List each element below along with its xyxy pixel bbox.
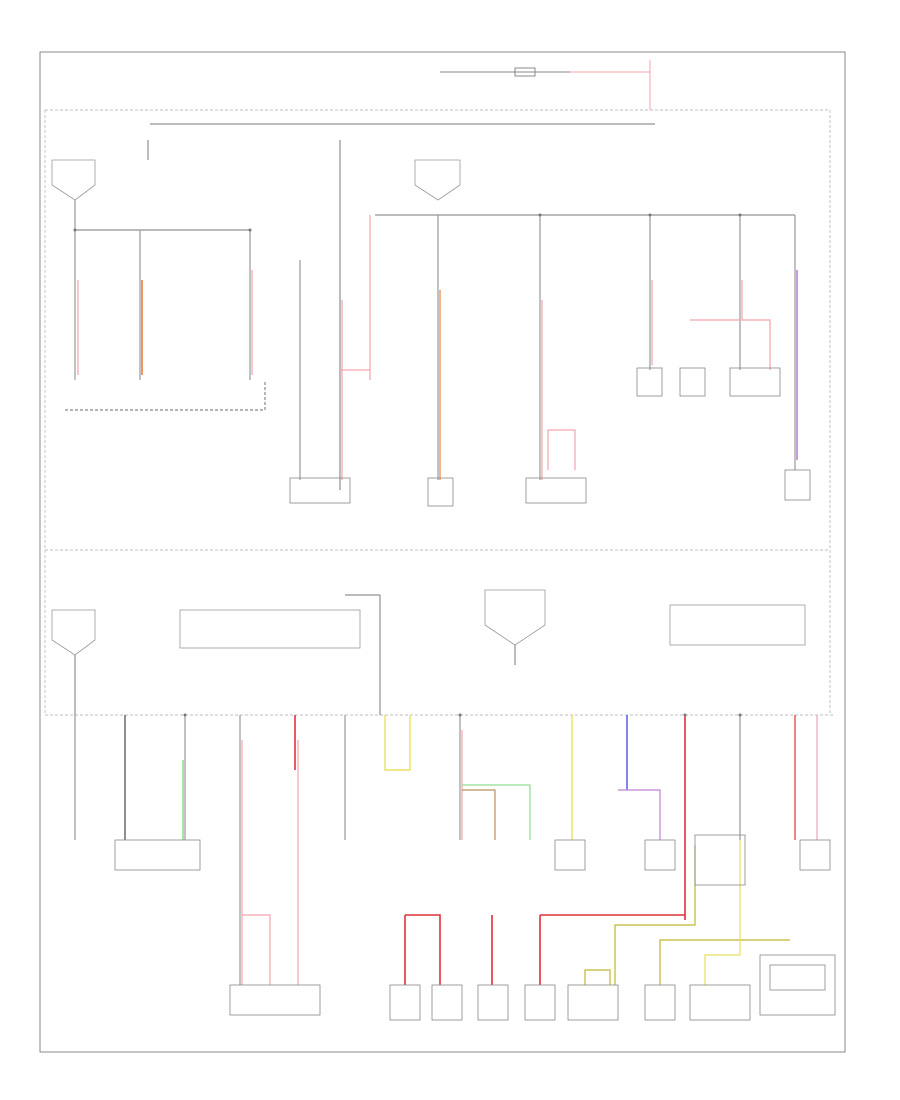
lower-components [114,834,836,1021]
upper-fuse-boxes [51,159,461,201]
middle-fuse-boxes [51,589,806,656]
ground-marks [73,213,742,717]
lower-wires [74,715,818,985]
diagram-frame [39,51,846,1053]
upper-wires [65,200,798,480]
region-dividers [44,109,835,716]
upper-bus-bars [75,140,795,490]
lower-bus-bars [74,594,516,715]
upper-components [289,367,811,507]
battery-feed [150,60,655,125]
